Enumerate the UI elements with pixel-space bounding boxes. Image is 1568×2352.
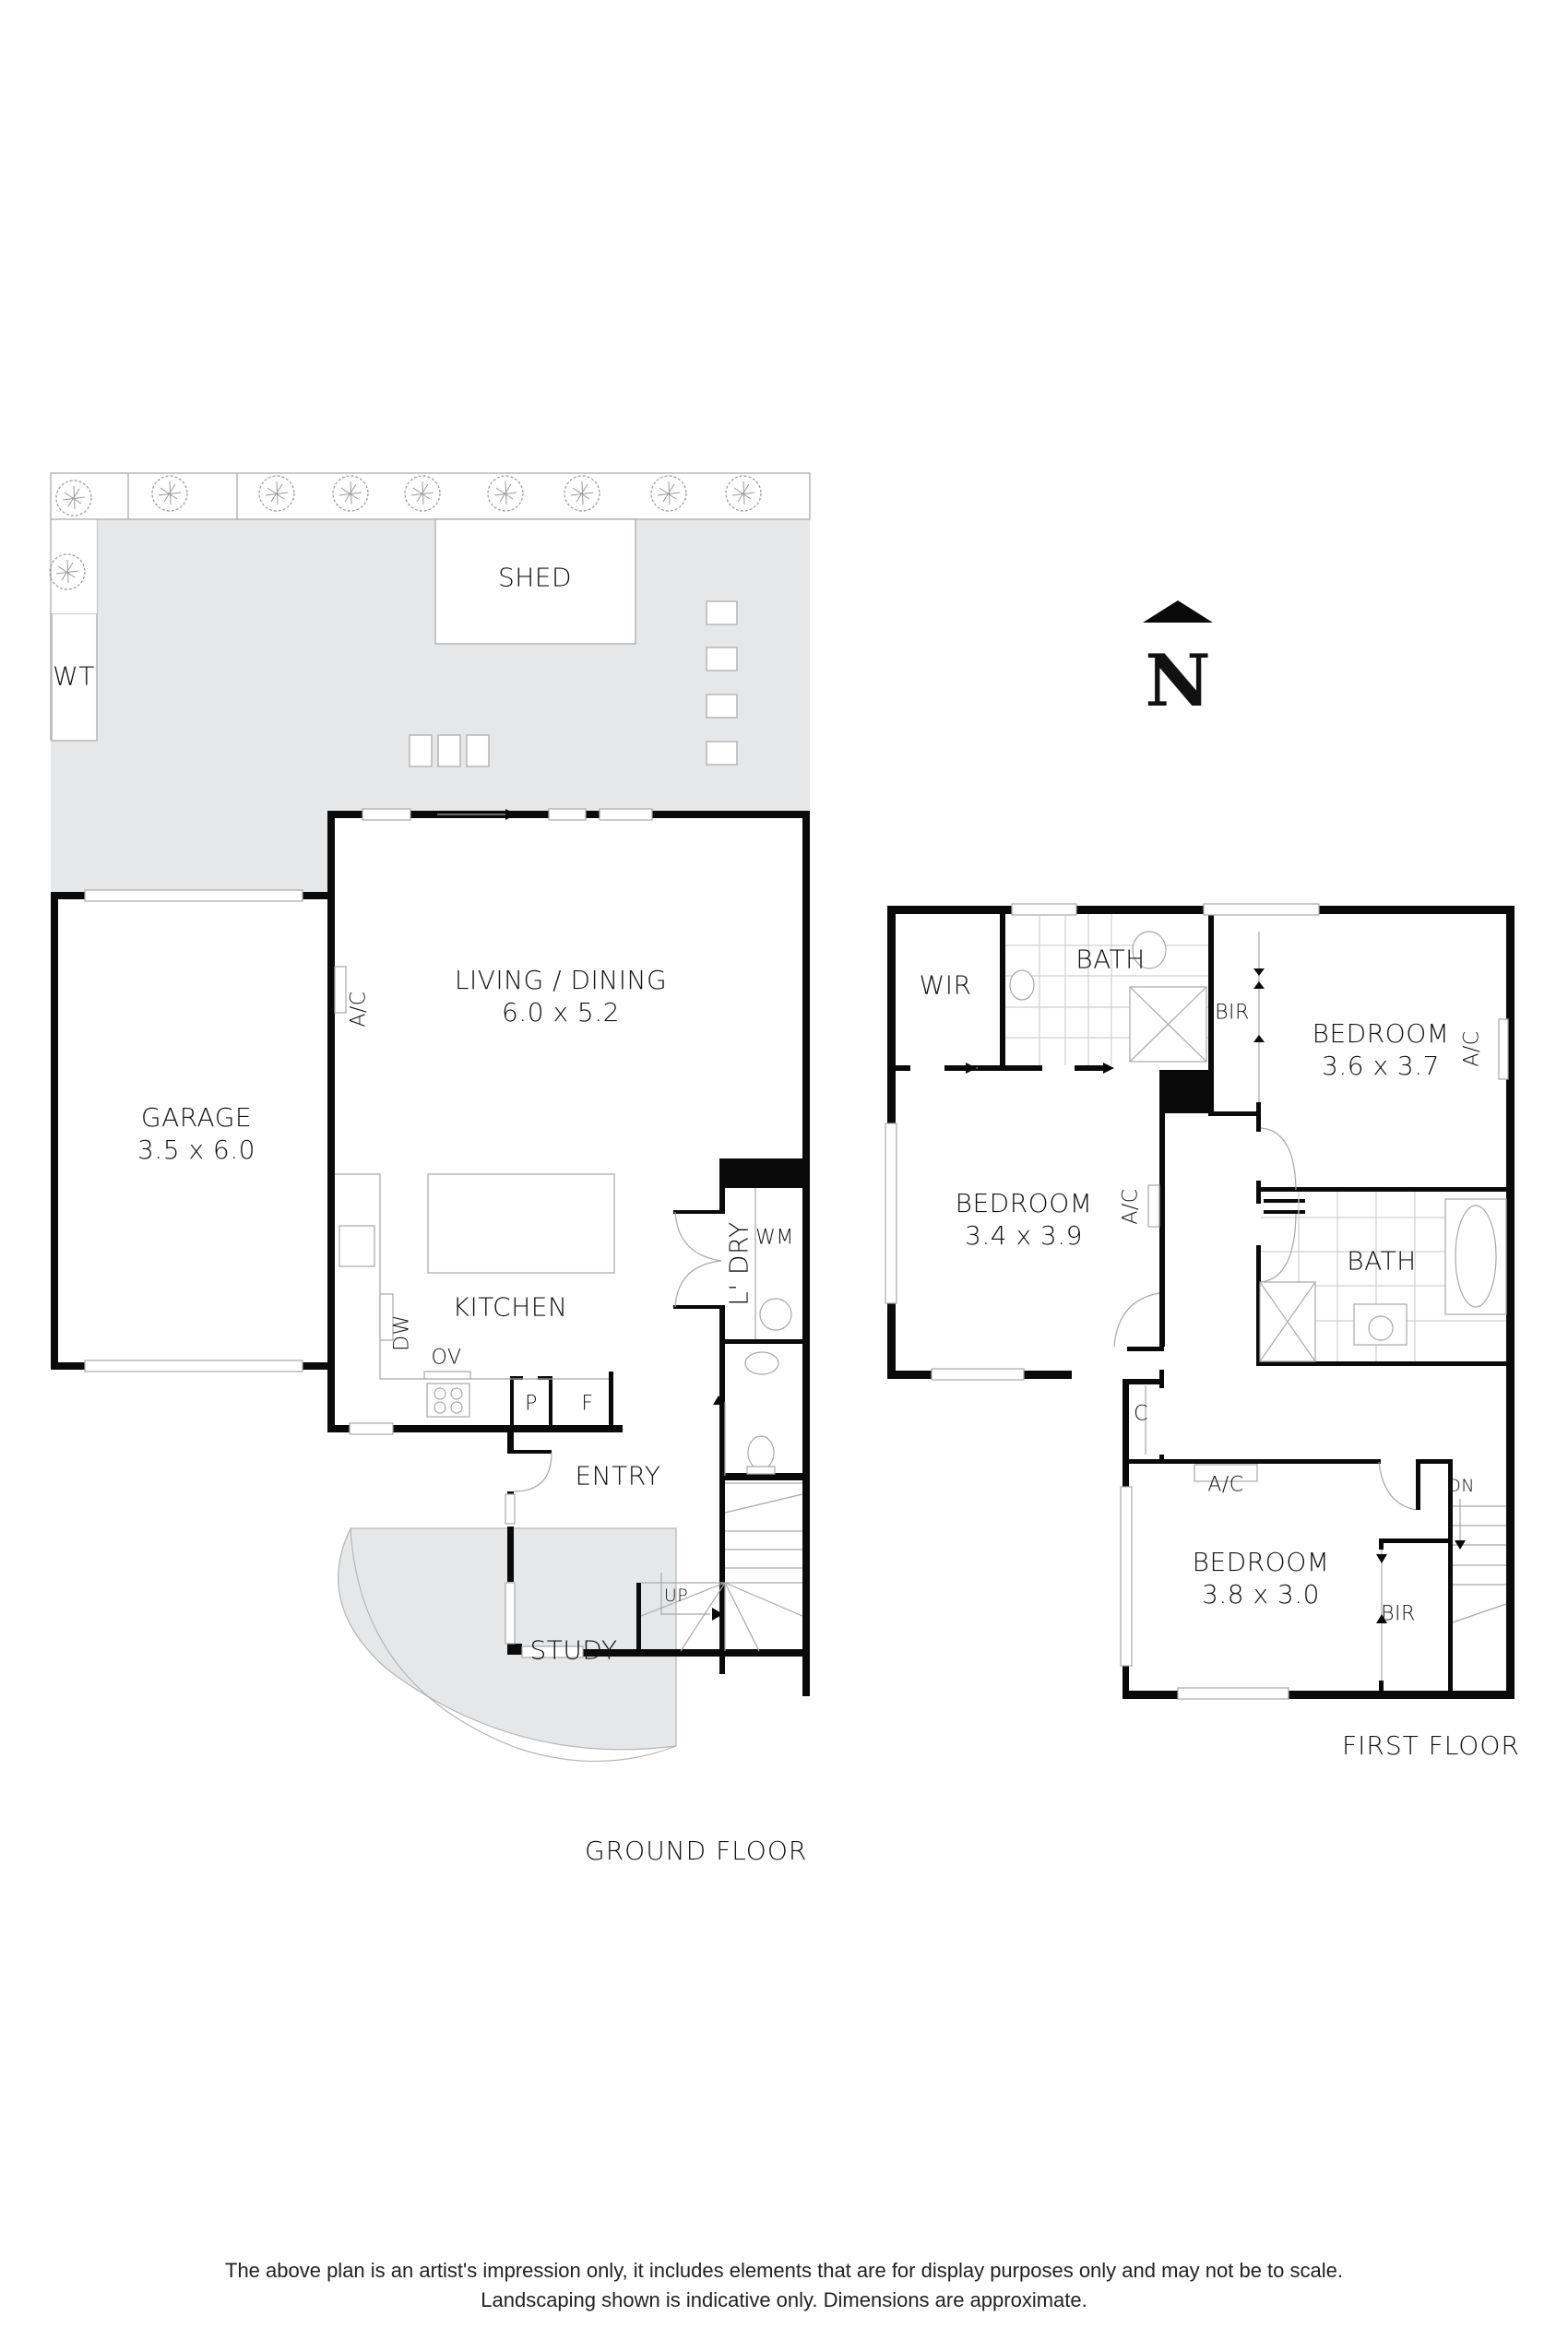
room-dimensions: 3.5 x 6.0 — [137, 1134, 255, 1165]
room-label-bedroom-w: BEDROOM 3.4 x 3.9 — [956, 1187, 1093, 1252]
first-floor-fixtures — [885, 903, 1509, 1700]
ac-unit-label: A/C — [347, 991, 371, 1028]
room-label-linen-cupboard: C — [1134, 1402, 1148, 1426]
room-label-living-dining: LIVING / DINING 6.0 x 5.2 — [455, 964, 667, 1028]
north-arrow-icon — [1143, 600, 1213, 623]
landscape-area — [49, 472, 811, 1763]
disclaimer-line-1: The above plan is an artist's impression… — [225, 2259, 1343, 2282]
oven-label: OV — [431, 1346, 462, 1370]
room-label-study: STUDY — [529, 1634, 618, 1666]
room-label-entry: ENTRY — [575, 1460, 661, 1491]
washing-machine-label: WM — [755, 1226, 794, 1250]
room-name: BEDROOM — [1312, 1018, 1450, 1049]
stairs-up-label: UP — [663, 1586, 689, 1607]
north-label: N — [1145, 639, 1211, 723]
compass: N — [1141, 598, 1215, 718]
room-label-ensuite: BATH — [1075, 944, 1146, 975]
room-dimensions: 3.6 x 3.7 — [1322, 1051, 1440, 1081]
ground-floor-title: GROUND FLOOR — [585, 1835, 808, 1866]
bir-label-ne: BIR — [1215, 1001, 1250, 1025]
room-label-water-tank: WT — [53, 660, 95, 692]
first-floor-title: FIRST FLOOR — [1342, 1730, 1520, 1761]
disclaimer-line-2: Landscaping shown is indicative only. Di… — [481, 2288, 1087, 2311]
room-name: BEDROOM — [955, 1188, 1093, 1218]
room-dimensions: 3.8 x 3.0 — [1202, 1579, 1320, 1610]
ac-unit-label: A/C — [1207, 1473, 1244, 1497]
direction-arrow-icon — [966, 968, 1466, 1623]
room-label-garage: GARAGE 3.5 x 6.0 — [137, 1101, 255, 1166]
room-label-shed: SHED — [497, 562, 573, 593]
ground-floor-fixtures — [84, 808, 803, 1658]
room-dimensions: 3.4 x 3.9 — [965, 1220, 1083, 1251]
bir-label-s: BIR — [1381, 1602, 1416, 1626]
disclaimer: The above plan is an artist's impression… — [0, 2256, 1568, 2315]
room-name: GARAGE — [140, 1102, 253, 1133]
room-label-laundry: L' DRY — [723, 1221, 754, 1306]
room-name: BEDROOM — [1192, 1547, 1330, 1577]
direction-arrow-icon — [505, 809, 724, 1621]
room-label-kitchen: KITCHEN — [452, 1291, 568, 1323]
pantry-label: P — [525, 1392, 538, 1416]
dishwasher-label: DW — [390, 1314, 414, 1351]
fridge-label: F — [581, 1392, 594, 1416]
room-label-bath: BATH — [1347, 1245, 1417, 1277]
room-label-bedroom-ne: BEDROOM 3.6 x 3.7 — [1313, 1017, 1450, 1082]
stairs-down-label: DN — [1447, 1476, 1475, 1497]
room-name: LIVING / DINING — [454, 965, 668, 995]
ac-unit-label: A/C — [1460, 1030, 1484, 1067]
ac-unit-label: A/C — [1119, 1188, 1143, 1225]
room-label-walk-in-robe: WIR — [919, 969, 972, 1001]
room-dimensions: 6.0 x 5.2 — [502, 997, 620, 1028]
room-label-bedroom-s: BEDROOM 3.8 x 3.0 — [1193, 1546, 1330, 1610]
